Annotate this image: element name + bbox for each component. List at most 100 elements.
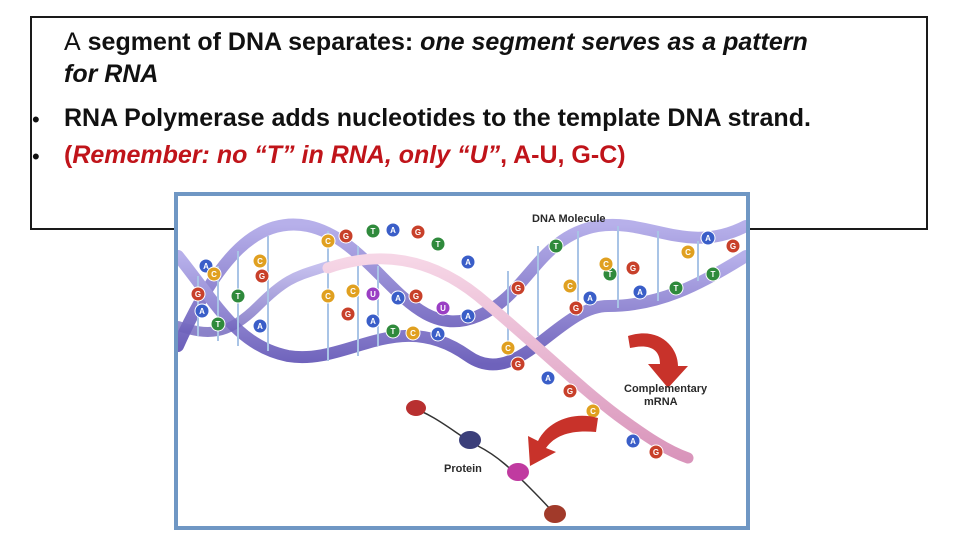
- nucleotide-t: T: [430, 236, 446, 252]
- nucleotide-a: A: [194, 303, 210, 319]
- nucleotide-t: T: [365, 223, 381, 239]
- svg-text:A: A: [630, 437, 636, 446]
- label-complementary: Complementary: [624, 383, 708, 395]
- nucleotide-a: A: [460, 254, 476, 270]
- svg-text:A: A: [705, 234, 711, 243]
- nucleotide-g: G: [562, 383, 578, 399]
- line1-bold: segment of DNA separates:: [80, 28, 421, 56]
- svg-text:C: C: [567, 282, 573, 291]
- svg-text:G: G: [730, 242, 736, 251]
- svg-text:G: G: [343, 232, 349, 241]
- bullet-text-2: (Remember: no “T” in RNA, only “U”, A-U,…: [64, 141, 626, 170]
- nucleotide-t: T: [230, 288, 246, 304]
- nucleotide-g: G: [338, 228, 354, 244]
- nucleotide-g: G: [725, 238, 741, 254]
- nucleotide-c: C: [405, 325, 421, 341]
- nucleotide-a: A: [632, 284, 648, 300]
- protein-chain: [406, 400, 566, 523]
- svg-text:T: T: [711, 270, 716, 279]
- nucleotide-a: A: [252, 318, 268, 334]
- nucleotide-g: G: [648, 444, 664, 460]
- svg-text:G: G: [413, 292, 419, 301]
- svg-text:G: G: [630, 264, 636, 273]
- arrow-to-mrna: [628, 333, 688, 388]
- svg-text:A: A: [257, 322, 263, 331]
- nucleotide-c: C: [206, 266, 222, 282]
- svg-text:T: T: [674, 284, 679, 293]
- nucleotide-a: A: [582, 290, 598, 306]
- nucleotide-g: G: [568, 300, 584, 316]
- nucleotide-a: A: [430, 326, 446, 342]
- line1-cont: for RNA: [64, 60, 159, 88]
- nucleotide-c: C: [345, 283, 361, 299]
- svg-text:C: C: [350, 287, 356, 296]
- bullet2-close: , A-U, G-C): [500, 141, 626, 169]
- nucleotide-c: C: [562, 278, 578, 294]
- svg-text:C: C: [505, 344, 511, 353]
- nucleotide-c: C: [320, 288, 336, 304]
- mrna-strand: [322, 253, 694, 464]
- nucleotide-u: U: [365, 286, 381, 302]
- arrow-to-protein: [528, 415, 598, 466]
- svg-text:C: C: [257, 257, 263, 266]
- amino-acid: [507, 463, 529, 481]
- nucleotide-c: C: [252, 253, 268, 269]
- nucleotide-g: G: [254, 268, 270, 284]
- nucleotide-c: C: [680, 244, 696, 260]
- svg-text:G: G: [653, 448, 659, 457]
- svg-text:T: T: [216, 320, 221, 329]
- nucleotide-c: C: [500, 340, 516, 356]
- svg-text:C: C: [410, 329, 416, 338]
- svg-text:G: G: [573, 304, 579, 313]
- nucleotide-c: C: [320, 233, 336, 249]
- svg-text:A: A: [395, 294, 401, 303]
- svg-text:T: T: [608, 270, 613, 279]
- nucleotide-g: G: [510, 280, 526, 296]
- nucleotide-g: G: [408, 288, 424, 304]
- nucleotide-g: G: [340, 306, 356, 322]
- svg-text:T: T: [554, 242, 559, 251]
- label-protein: Protein: [444, 463, 482, 475]
- svg-text:A: A: [545, 374, 551, 383]
- svg-text:U: U: [370, 290, 376, 299]
- line1-prefix: A: [64, 28, 81, 56]
- bullet-marker-1: •: [32, 107, 40, 132]
- svg-text:G: G: [567, 387, 573, 396]
- svg-text:C: C: [590, 407, 596, 416]
- svg-text:A: A: [587, 294, 593, 303]
- svg-text:G: G: [259, 272, 265, 281]
- svg-text:A: A: [435, 330, 441, 339]
- nucleotide-g: G: [510, 356, 526, 372]
- dna-illustration: A C G A T C G A T C G T A G T A C U A G …: [172, 213, 752, 523]
- svg-text:T: T: [391, 327, 396, 336]
- svg-text:A: A: [390, 226, 396, 235]
- nucleotide-t: T: [548, 238, 564, 254]
- bullet-marker-2: •: [32, 144, 40, 169]
- bullet-text-1: RNA Polymerase adds nucleotides to the t…: [64, 104, 811, 132]
- nucleotide-a: A: [700, 230, 716, 246]
- nucleotide-g: G: [410, 224, 426, 240]
- text-line-1-continued: for RNA: [64, 60, 158, 89]
- nucleotide-t: T: [668, 280, 684, 296]
- dna-backbone-strand-3: [173, 261, 333, 337]
- svg-text:G: G: [415, 228, 421, 237]
- svg-text:A: A: [465, 258, 471, 267]
- nucleotide-a: A: [385, 222, 401, 238]
- nucleotide-a: A: [540, 370, 556, 386]
- svg-text:C: C: [211, 270, 217, 279]
- nucleotide-g: G: [625, 260, 641, 276]
- dna-backbone-strand-2: [172, 250, 752, 371]
- nucleotide-beads: A C G A T C G A T C G T A G T A C U A G …: [190, 222, 741, 460]
- nucleotide-c: C: [585, 403, 601, 419]
- nucleotide-a: A: [365, 313, 381, 329]
- svg-text:C: C: [685, 248, 691, 257]
- svg-text:U: U: [440, 304, 446, 313]
- svg-text:A: A: [370, 317, 376, 326]
- label-dna-molecule: DNA Molecule: [532, 213, 606, 225]
- nucleotide-a: A: [460, 308, 476, 324]
- line1-italic: one segment serves as a pattern: [420, 28, 808, 56]
- svg-text:C: C: [325, 237, 331, 246]
- amino-acid: [406, 400, 426, 416]
- nucleotide-t: T: [385, 323, 401, 339]
- svg-text:T: T: [236, 292, 241, 301]
